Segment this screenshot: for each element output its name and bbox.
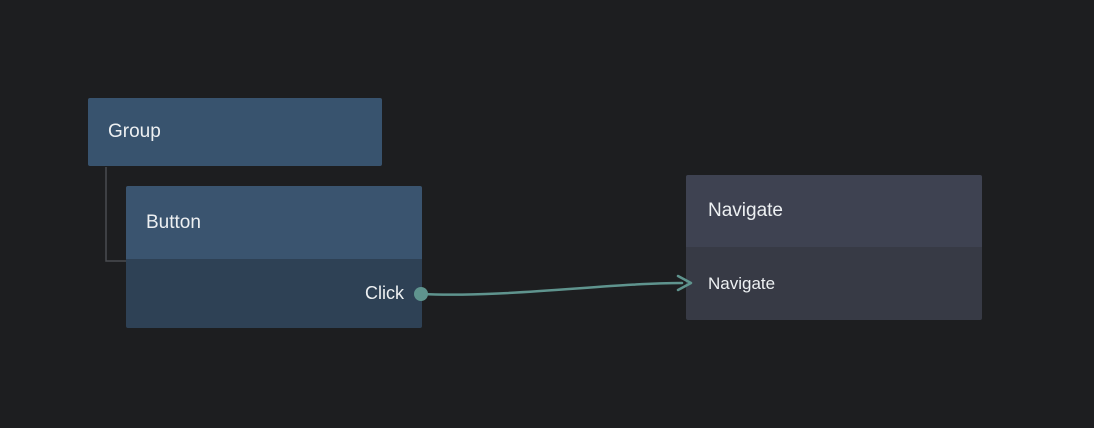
click-port-label: Click xyxy=(365,283,404,303)
node-button-label: Button xyxy=(146,211,201,233)
click-port-row[interactable]: Click xyxy=(126,259,422,328)
node-group-label: Group xyxy=(108,121,161,142)
click-port-dot[interactable] xyxy=(414,287,428,301)
node-navigate[interactable]: Navigate Navigate xyxy=(686,175,982,320)
node-button-header[interactable]: Button xyxy=(126,186,422,259)
node-navigate-header[interactable]: Navigate xyxy=(686,175,982,247)
hierarchy-connector-line xyxy=(105,167,126,262)
node-group[interactable]: Group xyxy=(88,98,382,166)
node-navigate-title: Navigate xyxy=(708,200,783,221)
navigate-action-row[interactable]: Navigate xyxy=(686,247,982,320)
node-button[interactable]: Button Click xyxy=(126,186,422,328)
navigate-action-label: Navigate xyxy=(708,273,776,293)
connection-edge[interactable] xyxy=(419,281,684,296)
